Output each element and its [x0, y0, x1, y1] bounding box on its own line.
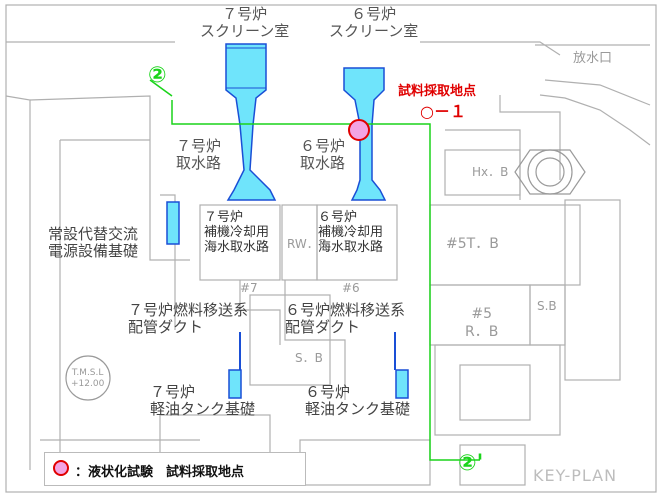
unit7-screen-room-label: ７号炉 スクリーン室: [200, 5, 290, 40]
unit7-oil-tank-label: ７号炉 軽油タンク基礎: [150, 383, 256, 418]
duct-lines: [239, 332, 396, 370]
hx-b-label: Hx．B: [472, 165, 509, 179]
legend-text: ：液状化試験 試料採取地点: [75, 465, 245, 480]
section-start-label: ②: [148, 63, 167, 88]
sb-center-label: S．B: [295, 351, 323, 365]
unit6-intake-channel-label: ６号炉 取水路: [300, 137, 346, 172]
power-foundation-label: 常設代替交流 電源設備基礎: [48, 225, 139, 260]
t5-b-label: #5T．B: [446, 236, 499, 252]
r5-b-label: #5 R．B: [465, 306, 499, 340]
outfall-label: 放水口: [573, 51, 613, 66]
tmsl-marker: [65, 355, 111, 401]
sample-point-marker: [348, 119, 370, 141]
unit6-screen-room-label: ６号炉 スクリーン室: [329, 5, 419, 40]
legend-sample-icon: [53, 460, 69, 476]
unit7-number-label: #7: [240, 281, 258, 295]
legend: ：液状化試験 試料採取地点: [44, 452, 306, 486]
unit6-number-label: #6: [342, 281, 360, 295]
unit7-intake-channel-label: ７号炉 取水路: [176, 137, 222, 172]
unit7-aux-seawater-intake-label: ７号炉 補機冷却用 海水取水路: [204, 210, 270, 255]
unit7-screen-hatch: [226, 47, 266, 89]
hx-b-structure: [514, 149, 586, 195]
unit6-oil-tank-label: ６号炉 軽油タンク基礎: [305, 383, 411, 418]
section-end-label: ②': [458, 451, 484, 476]
unit7-fuel-duct-label: ７号炉燃料移送系 配管ダクト: [128, 301, 249, 336]
unit6-fuel-duct-label: ６号炉燃料移送系 配管ダクト: [285, 301, 406, 336]
tmsl-label: T.M.S.L +12.00: [71, 368, 105, 389]
sb-right-label: S.B: [537, 299, 557, 313]
key-plan-label: KEY-PLAN: [533, 466, 618, 485]
structure-rects: [166, 201, 409, 399]
section-line: [149, 79, 480, 461]
sample-point-title: 試料採取地点: [398, 84, 477, 99]
unit7-intake: [225, 43, 277, 201]
sample-point-id: ○－１: [420, 102, 466, 121]
unit6-aux-seawater-intake-label: ６号炉 補機冷却用 海水取水路: [318, 210, 384, 255]
rw-b-label: RW．B: [287, 237, 327, 251]
facility-outlines: [5, 4, 657, 493]
